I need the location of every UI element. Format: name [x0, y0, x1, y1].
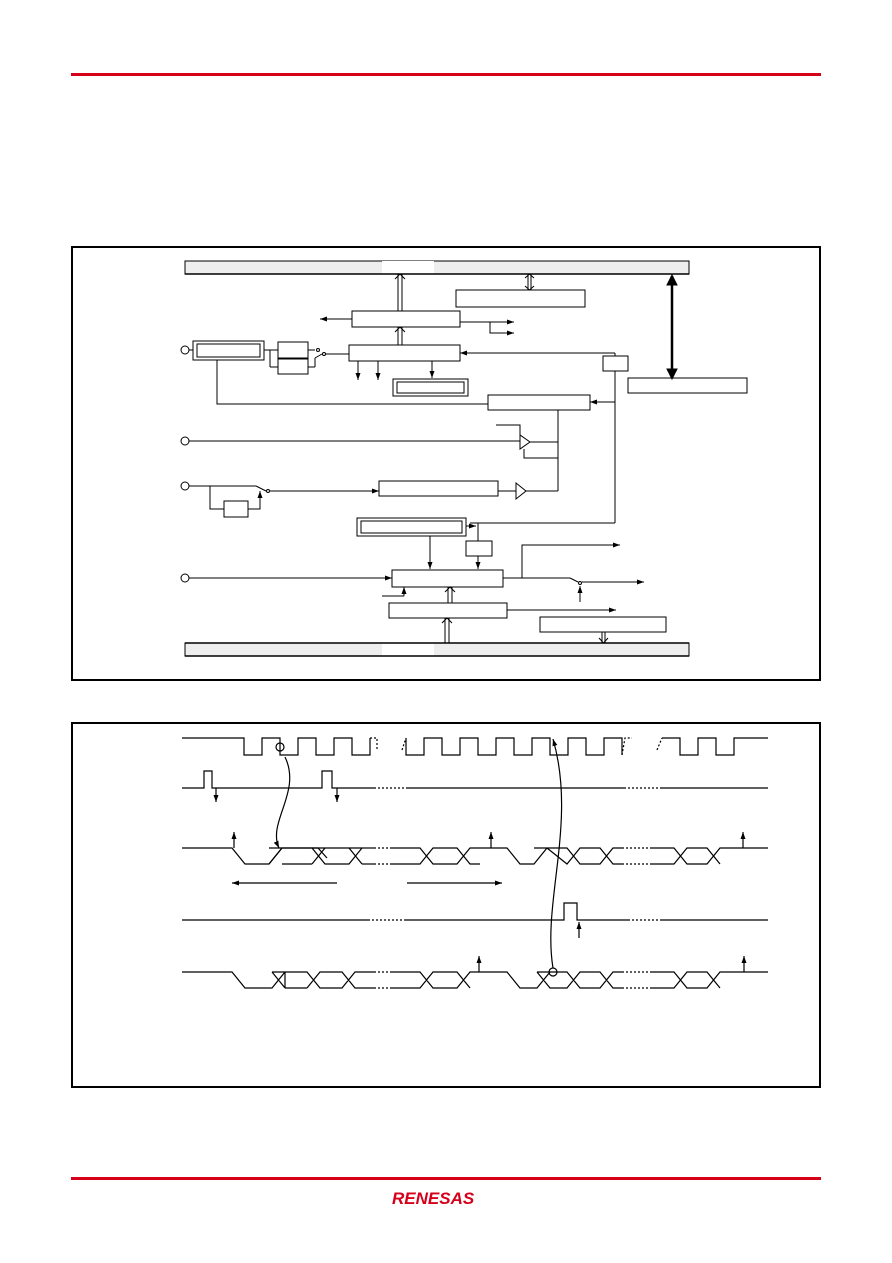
logo-wordmark: RENESAS	[392, 1189, 475, 1208]
register-box-top	[455, 289, 586, 308]
renesas-logo: RENESAS	[392, 1188, 500, 1213]
register-box-bottom	[539, 616, 667, 633]
divider-box-a	[277, 341, 309, 359]
clock-box	[487, 394, 591, 411]
data-signal-b	[182, 971, 374, 989]
filter-box	[223, 500, 249, 518]
main-control-box	[391, 569, 504, 588]
timing-diagram-frame	[71, 722, 821, 1088]
internal-bus-bottom	[184, 642, 690, 657]
timer-box	[378, 480, 499, 497]
edge-detect-box	[602, 355, 629, 372]
buffer-triangle-1	[519, 434, 531, 450]
buffer-box-1	[392, 378, 469, 397]
pin-2	[180, 436, 190, 446]
block-diagram-frame	[71, 246, 821, 681]
sync-box	[465, 540, 493, 557]
pin-3	[180, 481, 190, 491]
data-register	[356, 517, 467, 537]
pin-4	[180, 573, 190, 583]
control-box-2	[348, 344, 461, 362]
timing-diagram	[182, 737, 768, 989]
bottom-control-box	[388, 602, 508, 619]
control-box-1	[351, 310, 461, 328]
divider-box-b	[277, 358, 309, 375]
register-box-right	[627, 377, 748, 394]
clock-signal	[182, 737, 371, 756]
data-signal-a	[182, 847, 328, 865]
header-rule	[71, 73, 821, 76]
block-diagram	[180, 260, 748, 657]
pin-1	[180, 345, 190, 355]
internal-bus-top	[184, 260, 690, 275]
strobe-signal	[182, 770, 374, 789]
footer-rule	[71, 1177, 821, 1180]
buffer-triangle-2	[515, 481, 527, 501]
